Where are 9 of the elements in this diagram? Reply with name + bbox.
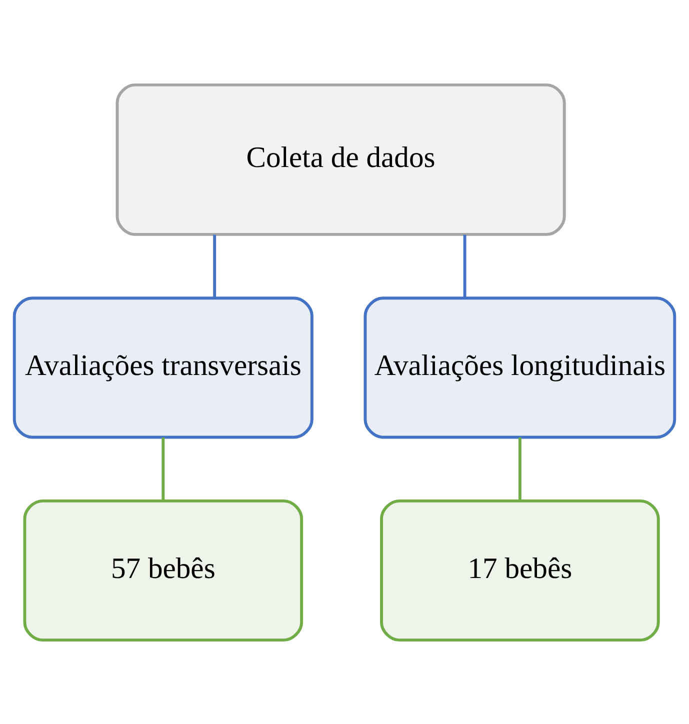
node-box: Avaliações transversais bbox=[12, 296, 314, 438]
node-box: 57 bebês bbox=[23, 498, 304, 642]
connector bbox=[463, 234, 466, 298]
node-box: 17 bebês bbox=[380, 498, 660, 642]
connector bbox=[162, 436, 165, 500]
node-box: Coleta de dados bbox=[116, 82, 566, 236]
connector bbox=[518, 436, 522, 500]
node-box: Avaliações longitudinais bbox=[364, 296, 676, 438]
connector bbox=[213, 234, 216, 298]
